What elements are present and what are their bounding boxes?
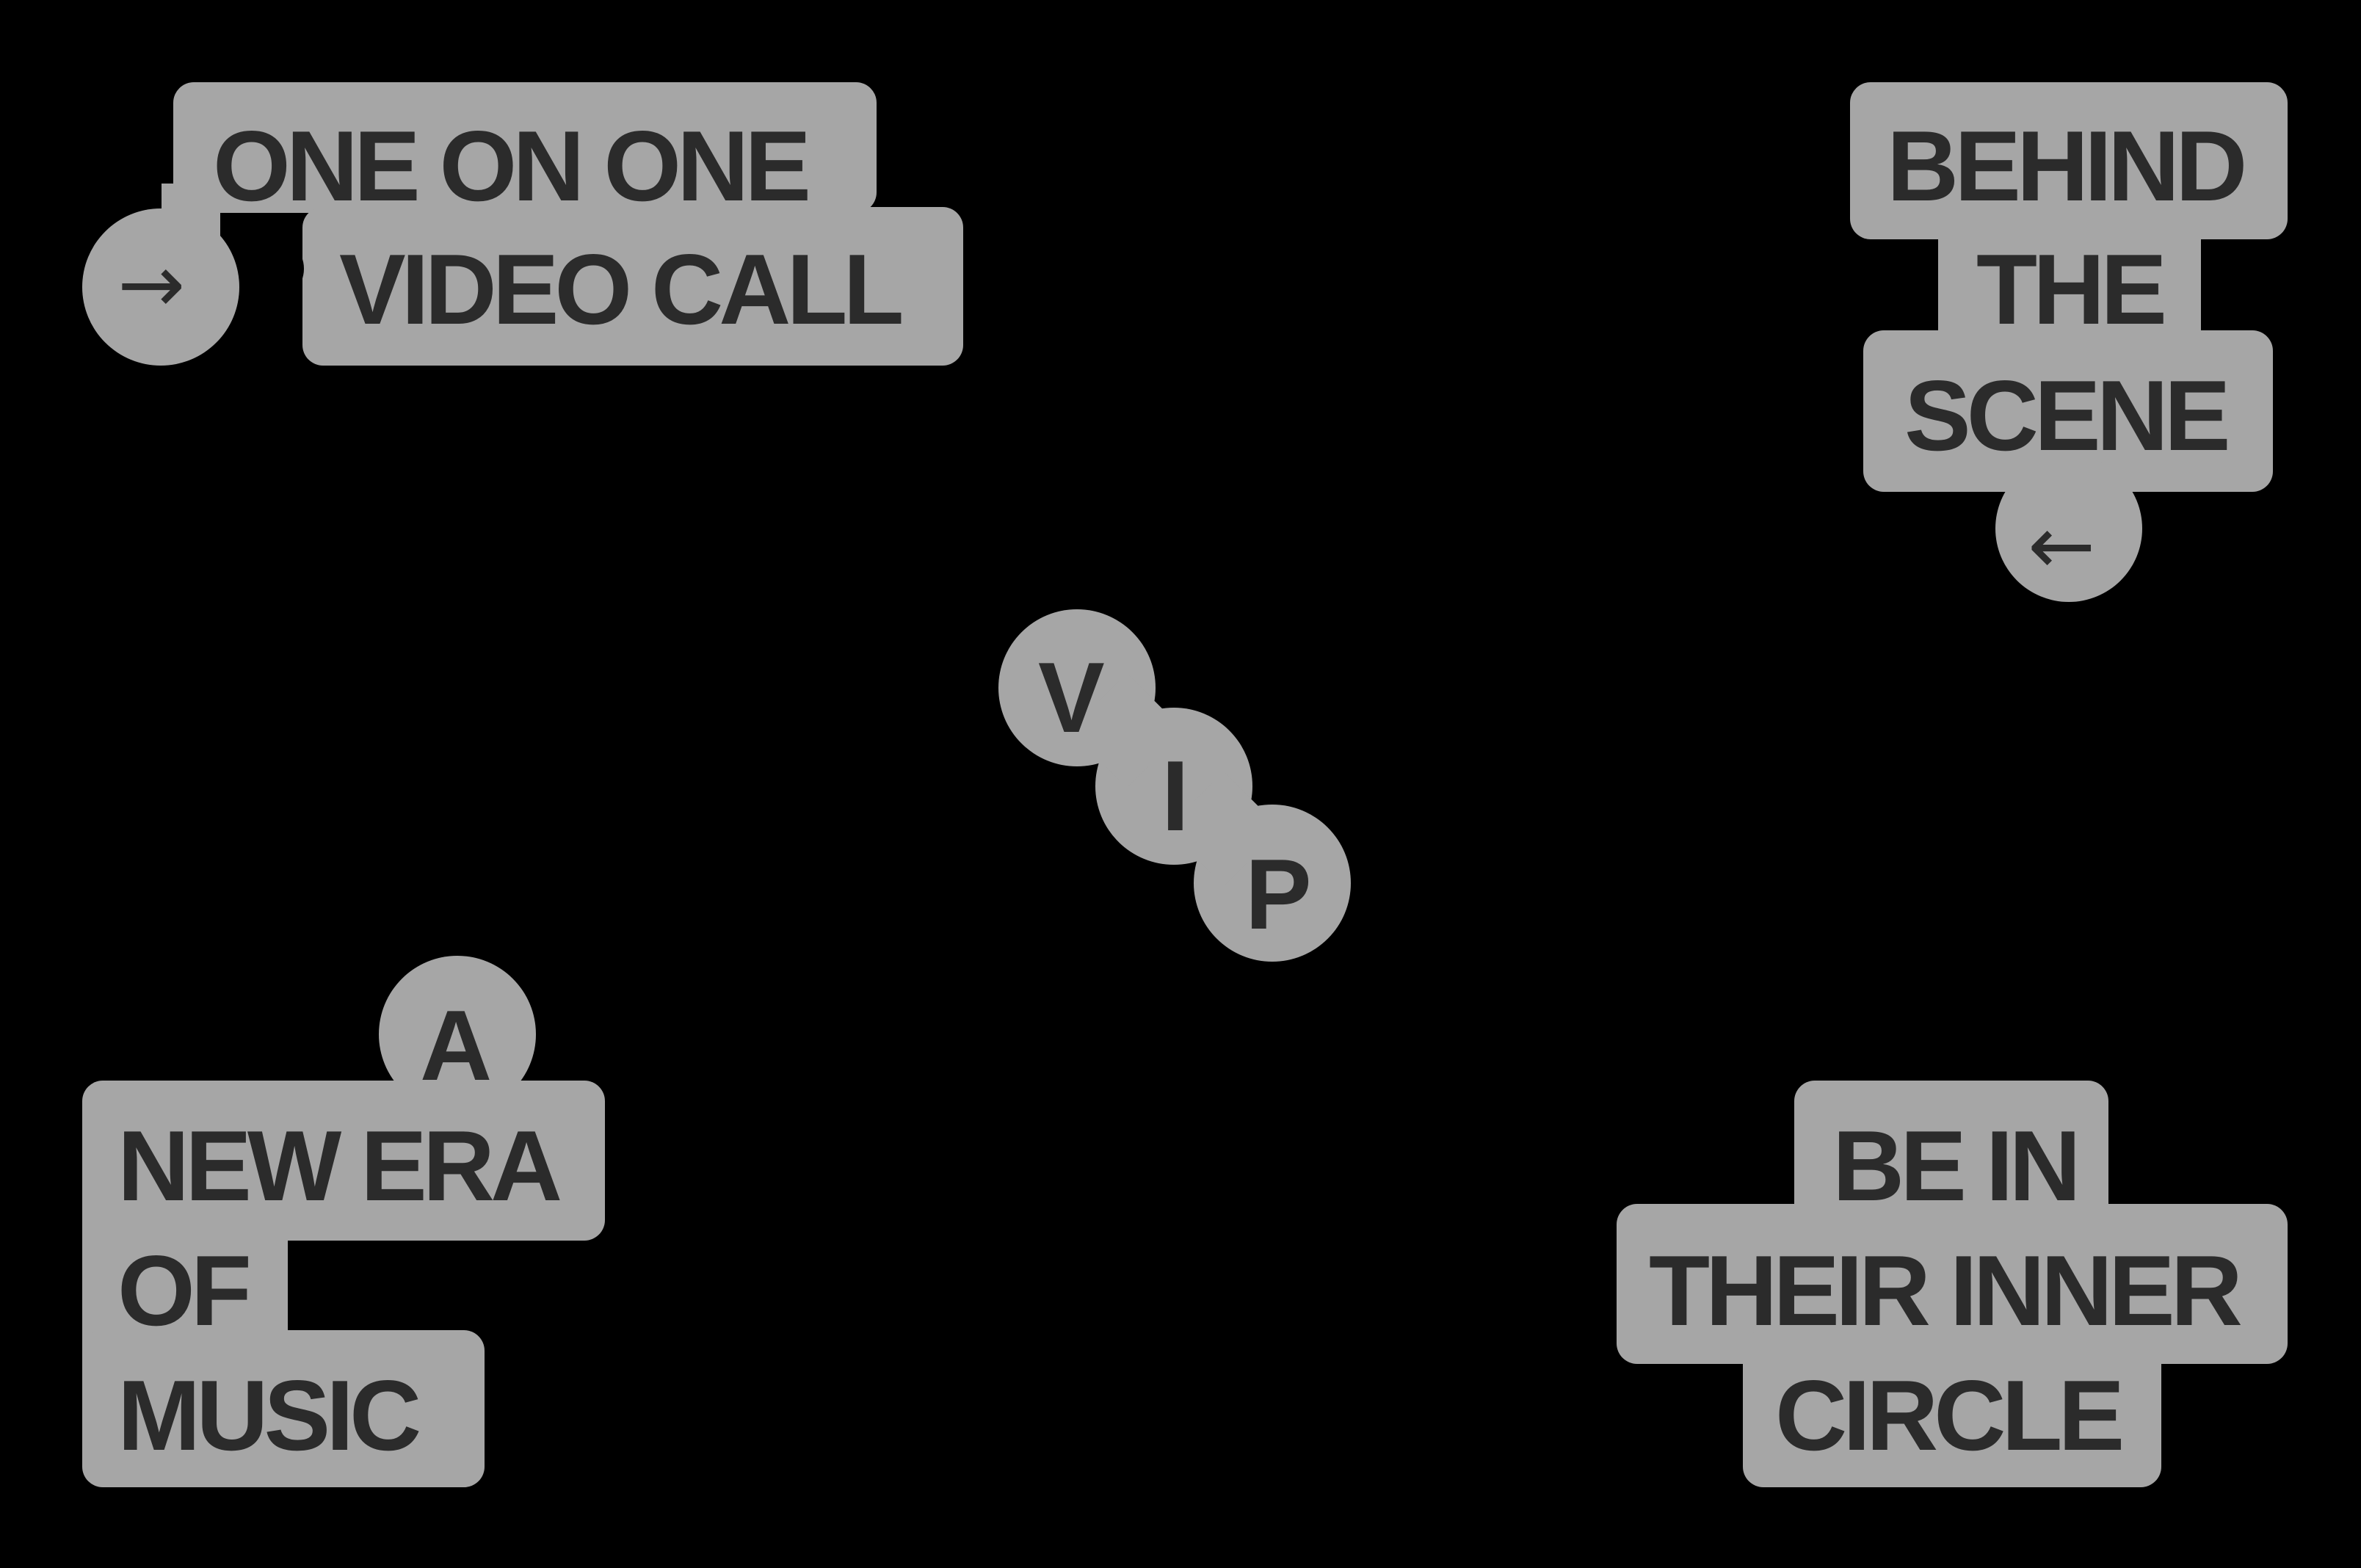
behind-text: BEHIND — [1887, 110, 2247, 222]
music-text: MUSIC — [117, 1360, 421, 1471]
their-inner-text: THEIR INNER — [1649, 1235, 2243, 1346]
badge-shape-new-era — [82, 1081, 605, 1241]
badge-shape-bottom-line — [302, 207, 963, 366]
badge-shape-connector — [162, 184, 220, 242]
badge-shape-top-line — [173, 82, 877, 213]
be-in-text: BE IN — [1832, 1110, 2081, 1222]
one-on-one-text: ONE ON ONE — [213, 110, 811, 222]
circle-text: CIRCLE — [1775, 1360, 2125, 1471]
badge-shape-music — [82, 1330, 485, 1487]
video-call-text: VIDEO CALL — [339, 233, 904, 345]
of-text: OF — [117, 1235, 252, 1346]
a-text: A — [420, 990, 492, 1101]
arrow-left-icon: ← — [2028, 498, 2096, 592]
new-era-text: NEW ERA — [117, 1110, 562, 1222]
arrow-right-icon: → — [117, 237, 186, 331]
badge-shape-notch — [239, 236, 304, 301]
badge-shape-arrow-circle — [1995, 455, 2142, 602]
badge-shape-be-in — [1794, 1081, 2108, 1227]
the-text: THE — [1976, 233, 2167, 345]
badge-shape-circle — [1743, 1330, 2161, 1487]
badge-shape-behind — [1850, 82, 2288, 239]
vip-letter-p: P — [1245, 838, 1312, 950]
scene-text: SCENE — [1904, 360, 2231, 471]
vip-letter-i: I — [1161, 740, 1189, 852]
vip-letter-v: V — [1038, 642, 1105, 753]
